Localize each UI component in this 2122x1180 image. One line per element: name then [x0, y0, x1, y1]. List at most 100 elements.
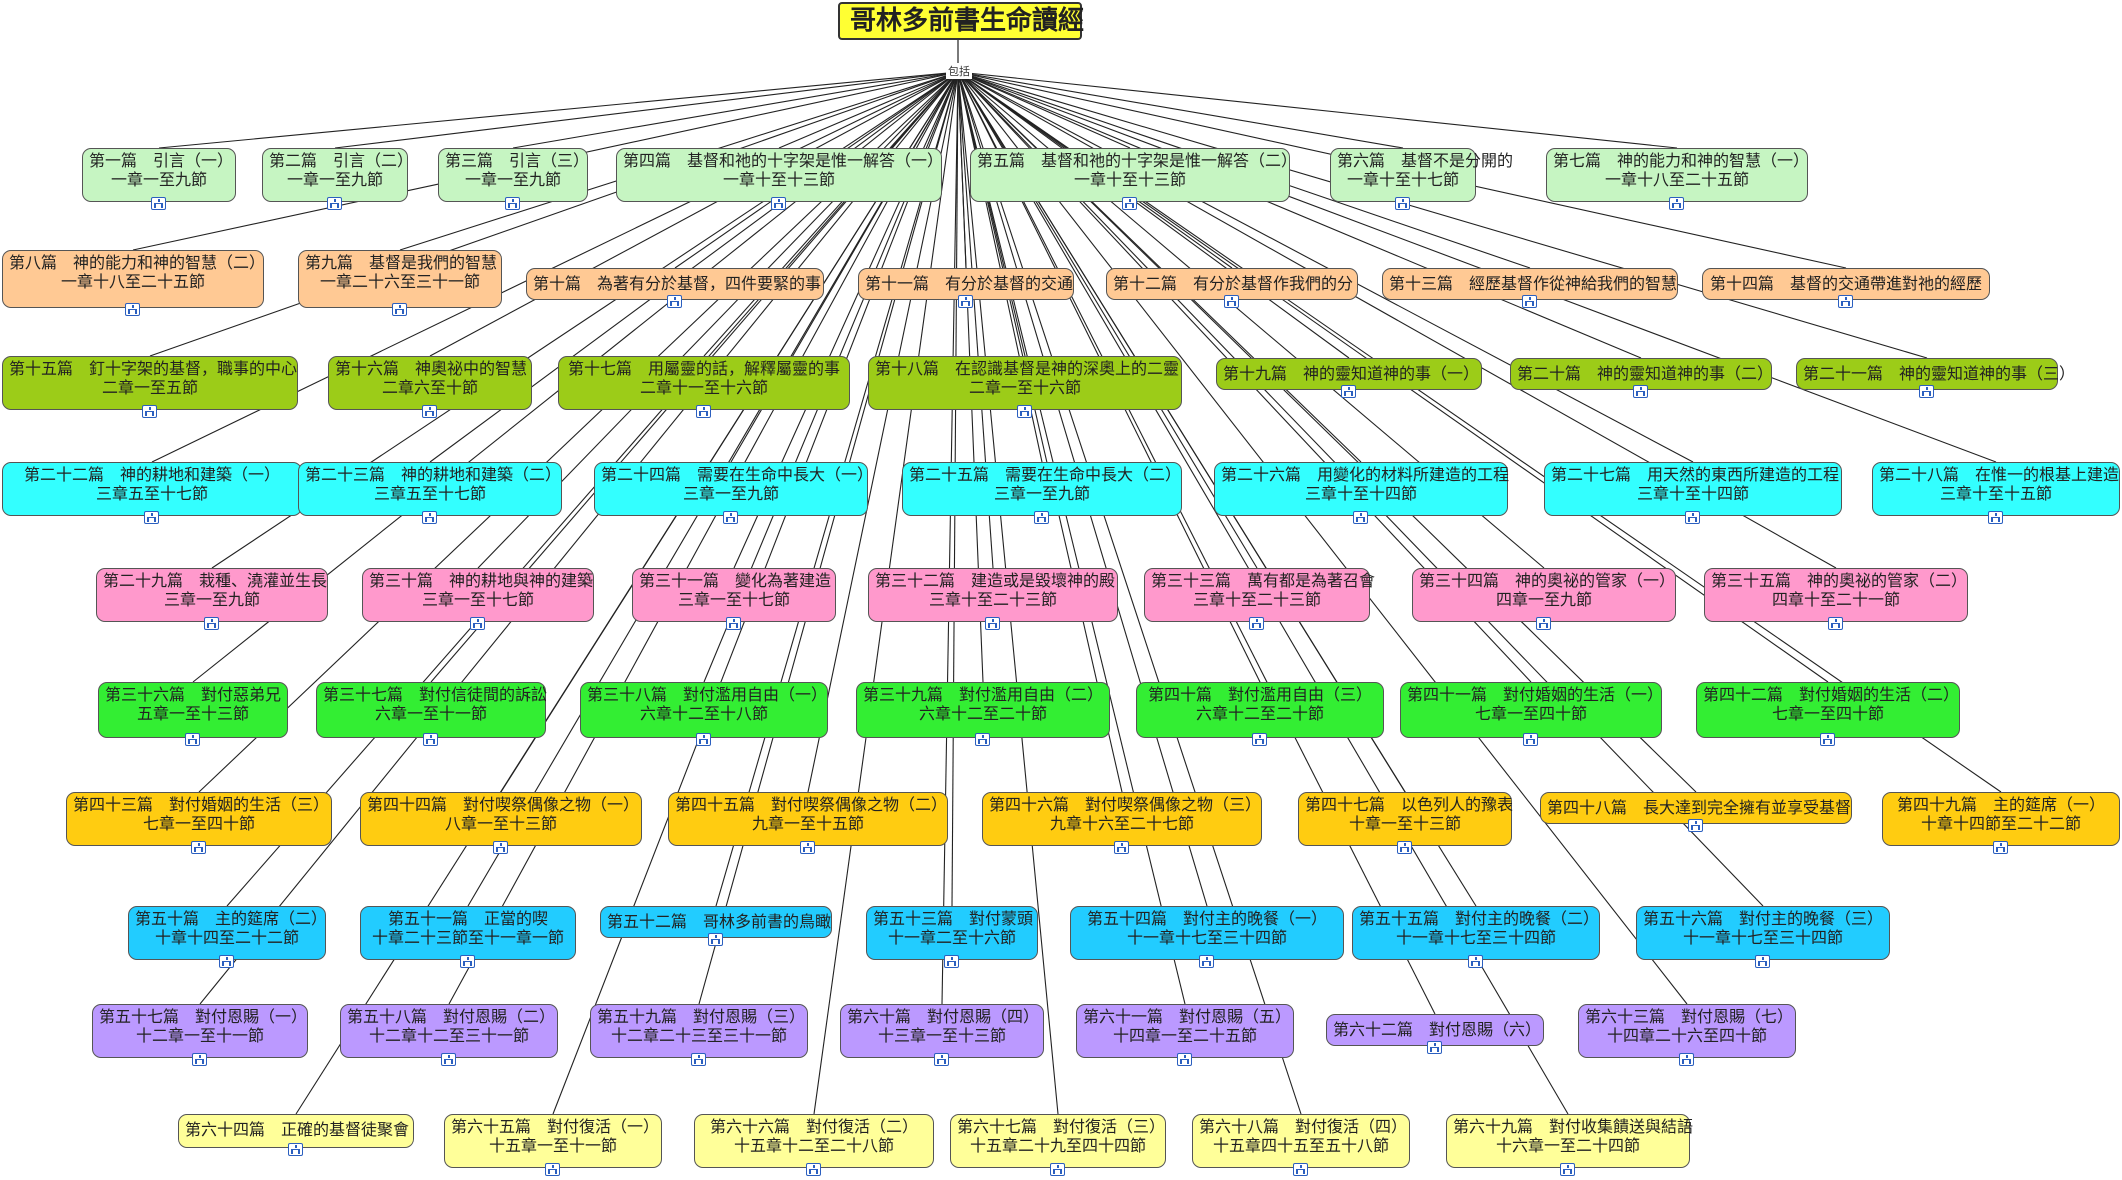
message-node-9[interactable]: 第九篇 基督是我們的智慧一章二十六至三十一節 [298, 250, 502, 316]
message-node-46[interactable]: 第四十六篇 對付喫祭偶像之物（三）九章十六至二十七節 [982, 792, 1262, 854]
subtopic-tree-icon[interactable] [219, 955, 234, 968]
subtopic-tree-icon[interactable] [1249, 617, 1264, 630]
subtopic-tree-icon[interactable] [327, 197, 342, 210]
subtopic-tree-icon[interactable] [125, 303, 140, 316]
message-node-66[interactable]: 第六十六篇 對付復活（二）十五章十二至二十八節 [694, 1114, 934, 1176]
message-node-39[interactable]: 第三十九篇 對付濫用自由（二）六章十二至二十節 [856, 682, 1110, 746]
message-node-24[interactable]: 第二十四篇 需要在生命中長大（一）三章一至九節 [594, 462, 873, 524]
subtopic-tree-icon[interactable] [771, 197, 786, 210]
subtopic-tree-icon[interactable] [144, 511, 159, 524]
message-node-35[interactable]: 第三十五篇 神的奧祕的管家（二）四章十至二十一節 [1704, 568, 1968, 630]
message-node-33[interactable]: 第三十三篇 萬有都是為著召會三章十至二十三節 [1144, 568, 1375, 630]
subtopic-tree-icon[interactable] [422, 511, 437, 524]
message-node-7[interactable]: 第七篇 神的能力和神的智慧（一）一章十八至二十五節 [1546, 148, 1809, 210]
message-node-42[interactable]: 第四十二篇 對付婚姻的生活（二）七章一至四十節 [1696, 682, 1960, 746]
subtopic-tree-icon[interactable] [1252, 733, 1267, 746]
message-node-1[interactable]: 第一篇 引言（一）一章一至九節 [82, 148, 236, 210]
subtopic-tree-icon[interactable] [1755, 955, 1770, 968]
message-node-64[interactable]: 第六十四篇 正確的基督徒聚會 [178, 1114, 414, 1156]
message-node-68[interactable]: 第六十八篇 對付復活（四）十五章四十五至五十八節 [1192, 1114, 1410, 1176]
subtopic-tree-icon[interactable] [1523, 733, 1538, 746]
subtopic-tree-icon[interactable] [975, 733, 990, 746]
subtopic-tree-icon[interactable] [422, 405, 437, 418]
subtopic-tree-icon[interactable] [1353, 511, 1368, 524]
subtopic-tree-icon[interactable] [1017, 405, 1032, 418]
message-node-2[interactable]: 第二篇 引言（二）一章一至九節 [262, 148, 413, 210]
subtopic-tree-icon[interactable] [800, 841, 815, 854]
subtopic-tree-icon[interactable] [1685, 511, 1700, 524]
message-node-5[interactable]: 第五篇 基督和祂的十字架是惟一解答（二）一章十至十三節 [970, 148, 1297, 210]
message-node-37[interactable]: 第三十七篇 對付信徒間的訴訟六章一至十一節 [316, 682, 547, 746]
subtopic-tree-icon[interactable] [934, 1053, 949, 1066]
message-node-17[interactable]: 第十七篇 用屬靈的話，解釋屬靈的事二章十一至十六節 [558, 356, 850, 418]
message-node-41[interactable]: 第四十一篇 對付婚姻的生活（一）七章一至四十節 [1400, 682, 1663, 746]
subtopic-tree-icon[interactable] [1427, 1041, 1442, 1054]
message-node-69[interactable]: 第六十九篇 對付收集饋送與結語十六章一至二十四節 [1446, 1114, 1693, 1176]
subtopic-tree-icon[interactable] [1536, 617, 1551, 630]
message-node-44[interactable]: 第四十四篇 對付喫祭偶像之物（一）八章一至十三節 [360, 792, 642, 854]
subtopic-tree-icon[interactable] [392, 303, 407, 316]
message-node-53[interactable]: 第五十三篇 對付蒙頭十一章二至十六節 [866, 906, 1038, 968]
message-node-40[interactable]: 第四十篇 對付濫用自由（三）六章十二至二十節 [1136, 682, 1384, 746]
subtopic-tree-icon[interactable] [185, 733, 200, 746]
message-node-10[interactable]: 第十篇 為著有分於基督，四件要緊的事 [526, 268, 824, 308]
message-node-54[interactable]: 第五十四篇 對付主的晚餐（一）十一章十七至三十四節 [1070, 906, 1344, 968]
subtopic-tree-icon[interactable] [1993, 841, 2008, 854]
message-node-61[interactable]: 第六十一篇 對付恩賜（五）十四章一至二十五節 [1076, 1004, 1294, 1066]
subtopic-tree-icon[interactable] [441, 1053, 456, 1066]
subtopic-tree-icon[interactable] [1522, 295, 1537, 308]
message-node-3[interactable]: 第三篇 引言（三）一章一至九節 [438, 148, 589, 210]
message-node-21[interactable]: 第二十一篇 神的靈知道神的事（三） [1796, 358, 2075, 398]
subtopic-tree-icon[interactable] [1395, 197, 1410, 210]
subtopic-tree-icon[interactable] [505, 197, 520, 210]
message-node-29[interactable]: 第二十九篇 栽種、澆灌並生長三章一至九節 [96, 568, 328, 630]
message-node-22[interactable]: 第二十二篇 神的耕地和建築（一）三章五至十七節 [2, 462, 302, 524]
message-node-38[interactable]: 第三十八篇 對付濫用自由（一）六章十二至十八節 [580, 682, 828, 746]
message-node-19[interactable]: 第十九篇 神的靈知道神的事（一） [1216, 358, 1482, 398]
subtopic-tree-icon[interactable] [1050, 1163, 1065, 1176]
subtopic-tree-icon[interactable] [696, 733, 711, 746]
message-node-63[interactable]: 第六十三篇 對付恩賜（七）十四章二十六至四十節 [1578, 1004, 1796, 1066]
message-node-67[interactable]: 第六十七篇 對付復活（三）十五章二十九至四十四節 [950, 1114, 1166, 1176]
message-node-59[interactable]: 第五十九篇 對付恩賜（三）十二章二十三至三十一節 [590, 1004, 808, 1066]
subtopic-tree-icon[interactable] [985, 617, 1000, 630]
message-node-25[interactable]: 第二十五篇 需要在生命中長大（二）三章一至九節 [902, 462, 1182, 524]
subtopic-tree-icon[interactable] [1122, 197, 1137, 210]
subtopic-tree-icon[interactable] [691, 1053, 706, 1066]
message-node-65[interactable]: 第六十五篇 對付復活（一）十五章一至十一節 [444, 1114, 662, 1176]
subtopic-tree-icon[interactable] [1679, 1053, 1694, 1066]
message-node-12[interactable]: 第十二篇 有分於基督作我們的分 [1106, 268, 1358, 308]
subtopic-tree-icon[interactable] [1838, 295, 1853, 308]
subtopic-tree-icon[interactable] [723, 511, 738, 524]
subtopic-tree-icon[interactable] [191, 841, 206, 854]
message-node-36[interactable]: 第三十六篇 對付惡弟兄五章一至十三節 [98, 682, 288, 746]
subtopic-tree-icon[interactable] [288, 1143, 303, 1156]
message-node-6[interactable]: 第六篇 基督不是分開的一章十至十七節 [1330, 148, 1513, 210]
message-node-16[interactable]: 第十六篇 神奧祕中的智慧二章六至十節 [328, 356, 532, 418]
message-node-4[interactable]: 第四篇 基督和祂的十字架是惟一解答（一）一章十至十三節 [616, 148, 943, 210]
subtopic-tree-icon[interactable] [726, 617, 741, 630]
message-node-31[interactable]: 第三十一篇 變化為著建造三章一至十七節 [632, 568, 836, 630]
subtopic-tree-icon[interactable] [142, 405, 157, 418]
message-node-56[interactable]: 第五十六篇 對付主的晚餐（三）十一章十七至三十四節 [1636, 906, 1890, 968]
message-node-32[interactable]: 第三十二篇 建造或是毀壞神的殿三章十至二十三節 [868, 568, 1118, 630]
message-node-34[interactable]: 第三十四篇 神的奧祕的管家（一）四章一至九節 [1412, 568, 1676, 630]
subtopic-tree-icon[interactable] [460, 955, 475, 968]
subtopic-tree-icon[interactable] [696, 405, 711, 418]
subtopic-tree-icon[interactable] [470, 617, 485, 630]
subtopic-tree-icon[interactable] [708, 933, 723, 946]
subtopic-tree-icon[interactable] [423, 733, 438, 746]
subtopic-tree-icon[interactable] [1397, 841, 1412, 854]
message-node-43[interactable]: 第四十三篇 對付婚姻的生活（三）七章一至四十節 [66, 792, 332, 854]
subtopic-tree-icon[interactable] [1468, 955, 1483, 968]
subtopic-tree-icon[interactable] [151, 197, 166, 210]
message-node-18[interactable]: 第十八篇 在認識基督是神的深奧上的二靈二章一至十六節 [868, 356, 1182, 418]
message-node-50[interactable]: 第五十篇 主的筵席（二）十章十四至二十二節 [128, 906, 327, 968]
subtopic-tree-icon[interactable] [1224, 295, 1239, 308]
subtopic-tree-icon[interactable] [1199, 955, 1214, 968]
message-node-62[interactable]: 第六十二篇 對付恩賜（六） [1326, 1014, 1544, 1054]
subtopic-tree-icon[interactable] [1669, 197, 1684, 210]
message-node-55[interactable]: 第五十五篇 對付主的晚餐（二）十一章十七至三十四節 [1352, 906, 1600, 968]
message-node-58[interactable]: 第五十八篇 對付恩賜（二）十二章十二至三十一節 [340, 1004, 558, 1066]
subtopic-tree-icon[interactable] [493, 841, 508, 854]
